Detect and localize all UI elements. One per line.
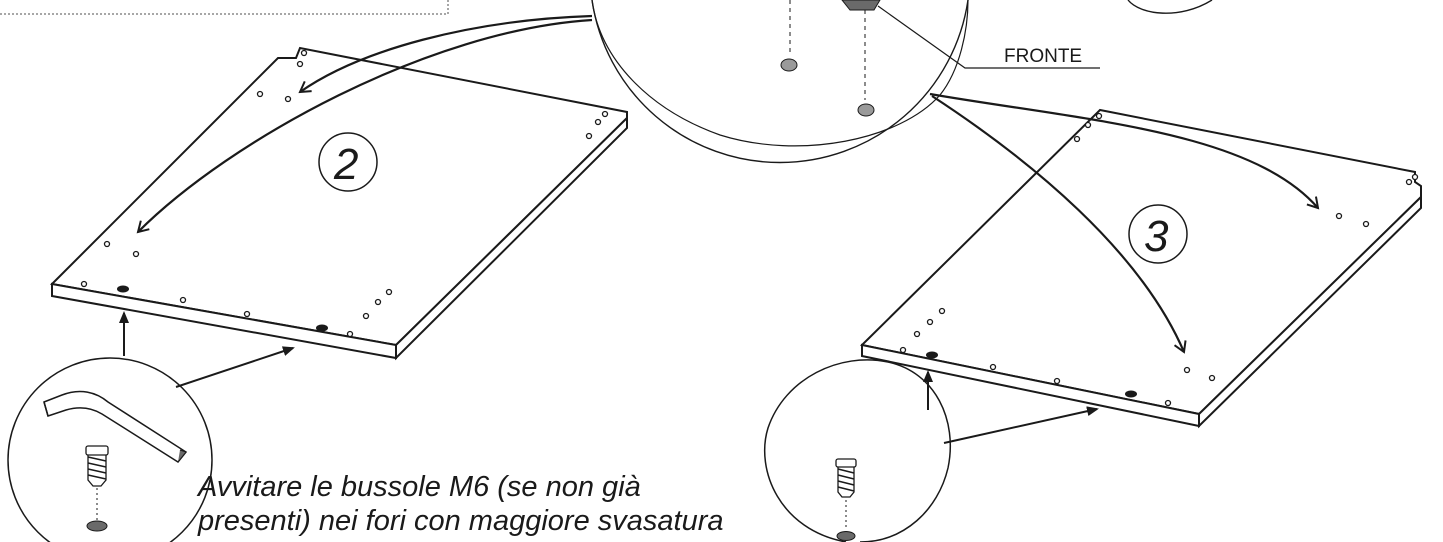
hole-marker [780, 58, 798, 72]
flip-arrow-right-outer [929, 92, 1320, 210]
panel-number-badge [318, 132, 378, 192]
panel-number-3: 3 [1144, 212, 1169, 261]
countersunk-hole [316, 324, 328, 332]
instruction-caption: Avvitare le bussole M6 (se non già prese… [198, 470, 838, 538]
countersunk-hole-icon [86, 520, 108, 532]
pointer-arrow-right-right [943, 406, 1099, 444]
countersunk-hole [926, 351, 938, 359]
panel-number-2: 2 [333, 140, 358, 189]
dotted-frame [0, 0, 449, 15]
flip-arrow-left-inner [136, 18, 593, 234]
caption-line-1: Avvitare le bussole M6 (se non già [198, 471, 641, 503]
hole-marker [857, 103, 875, 117]
countersunk-hole [1125, 390, 1137, 398]
pointer-arrow-right-left [175, 346, 295, 388]
threaded-insert-icon [85, 445, 109, 487]
flip-arrow-left-outer [298, 14, 593, 94]
threaded-insert-icon [835, 458, 857, 498]
panel-left: 2 [49, 46, 628, 361]
flip-arrow-right-inner [931, 95, 1187, 354]
detail-circle-top: FRONTE [591, 0, 1100, 164]
caption-line-2: presenti) nei fori con maggiore svasatur… [198, 505, 724, 537]
panel-right: 3 [859, 108, 1422, 429]
front-label: FRONTE [1004, 46, 1082, 67]
detail-circle-right [764, 359, 952, 542]
detail-circle-right-fragment [1127, 0, 1213, 14]
countersunk-hole-icon [836, 531, 856, 541]
allen-key-icon [43, 390, 188, 463]
panel-number-badge [1128, 204, 1188, 264]
detail-circle-left [7, 357, 213, 542]
countersunk-hole [117, 285, 129, 293]
